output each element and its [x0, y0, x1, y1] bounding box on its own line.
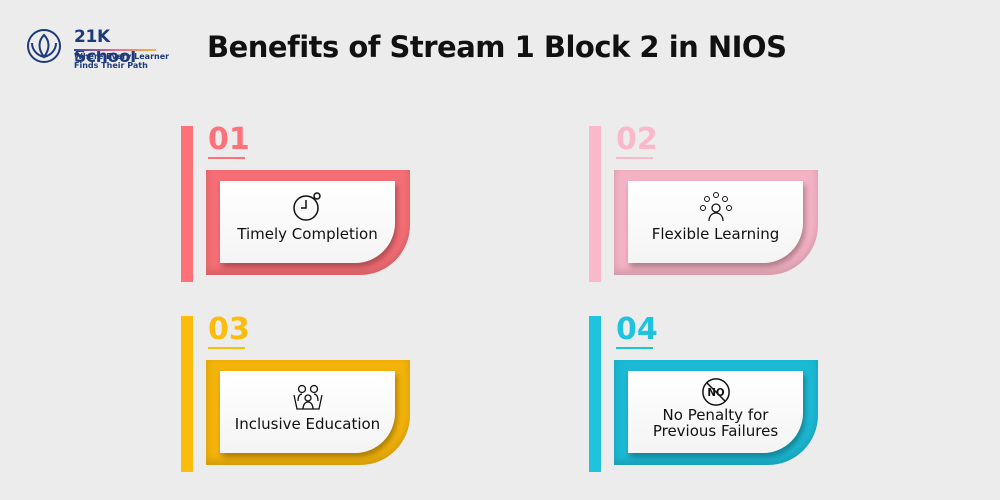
learner-ideas-icon — [699, 192, 732, 222]
benefit-number: 04 — [616, 312, 658, 347]
benefit-label: Timely Completion — [237, 225, 378, 243]
inclusive-people-icon — [292, 384, 323, 410]
page-title: Benefits of Stream 1 Block 2 in NIOS — [207, 30, 787, 64]
card-content: Flexible Learning — [628, 181, 803, 263]
card-frame: Inclusive Education — [206, 360, 410, 465]
accent-bar — [181, 316, 193, 472]
benefit-number: 03 — [208, 312, 250, 347]
card-frame: Flexible Learning — [614, 170, 818, 275]
number-underline — [616, 157, 653, 159]
number-underline — [208, 347, 245, 349]
number-underline — [616, 347, 653, 349]
benefit-label: Flexible Learning — [651, 225, 780, 243]
stopwatch-icon — [292, 192, 321, 221]
accent-bar — [589, 316, 601, 472]
lotus-logo-icon — [27, 29, 61, 63]
accent-bar — [181, 126, 193, 282]
benefit-number: 01 — [208, 122, 250, 157]
benefit-card-1: 01 Timely Completion — [181, 122, 421, 286]
svg-text:NO: NO — [707, 387, 725, 399]
benefit-card-3: 03 Inclusive Education — [181, 312, 421, 476]
benefit-label: Inclusive Education — [234, 415, 381, 433]
benefit-number: 02 — [616, 122, 658, 157]
benefit-card-2: 02 Flexible Learning — [589, 122, 829, 286]
accent-bar — [589, 126, 601, 282]
card-content: Timely Completion — [220, 181, 395, 263]
card-content: Inclusive Education — [220, 371, 395, 453]
brand-gradient-line — [74, 49, 156, 51]
card-frame: Timely Completion — [206, 170, 410, 275]
brand-name: 21K School — [74, 27, 136, 67]
number-underline — [208, 157, 245, 159]
no-sign-icon: NO — [701, 378, 730, 406]
